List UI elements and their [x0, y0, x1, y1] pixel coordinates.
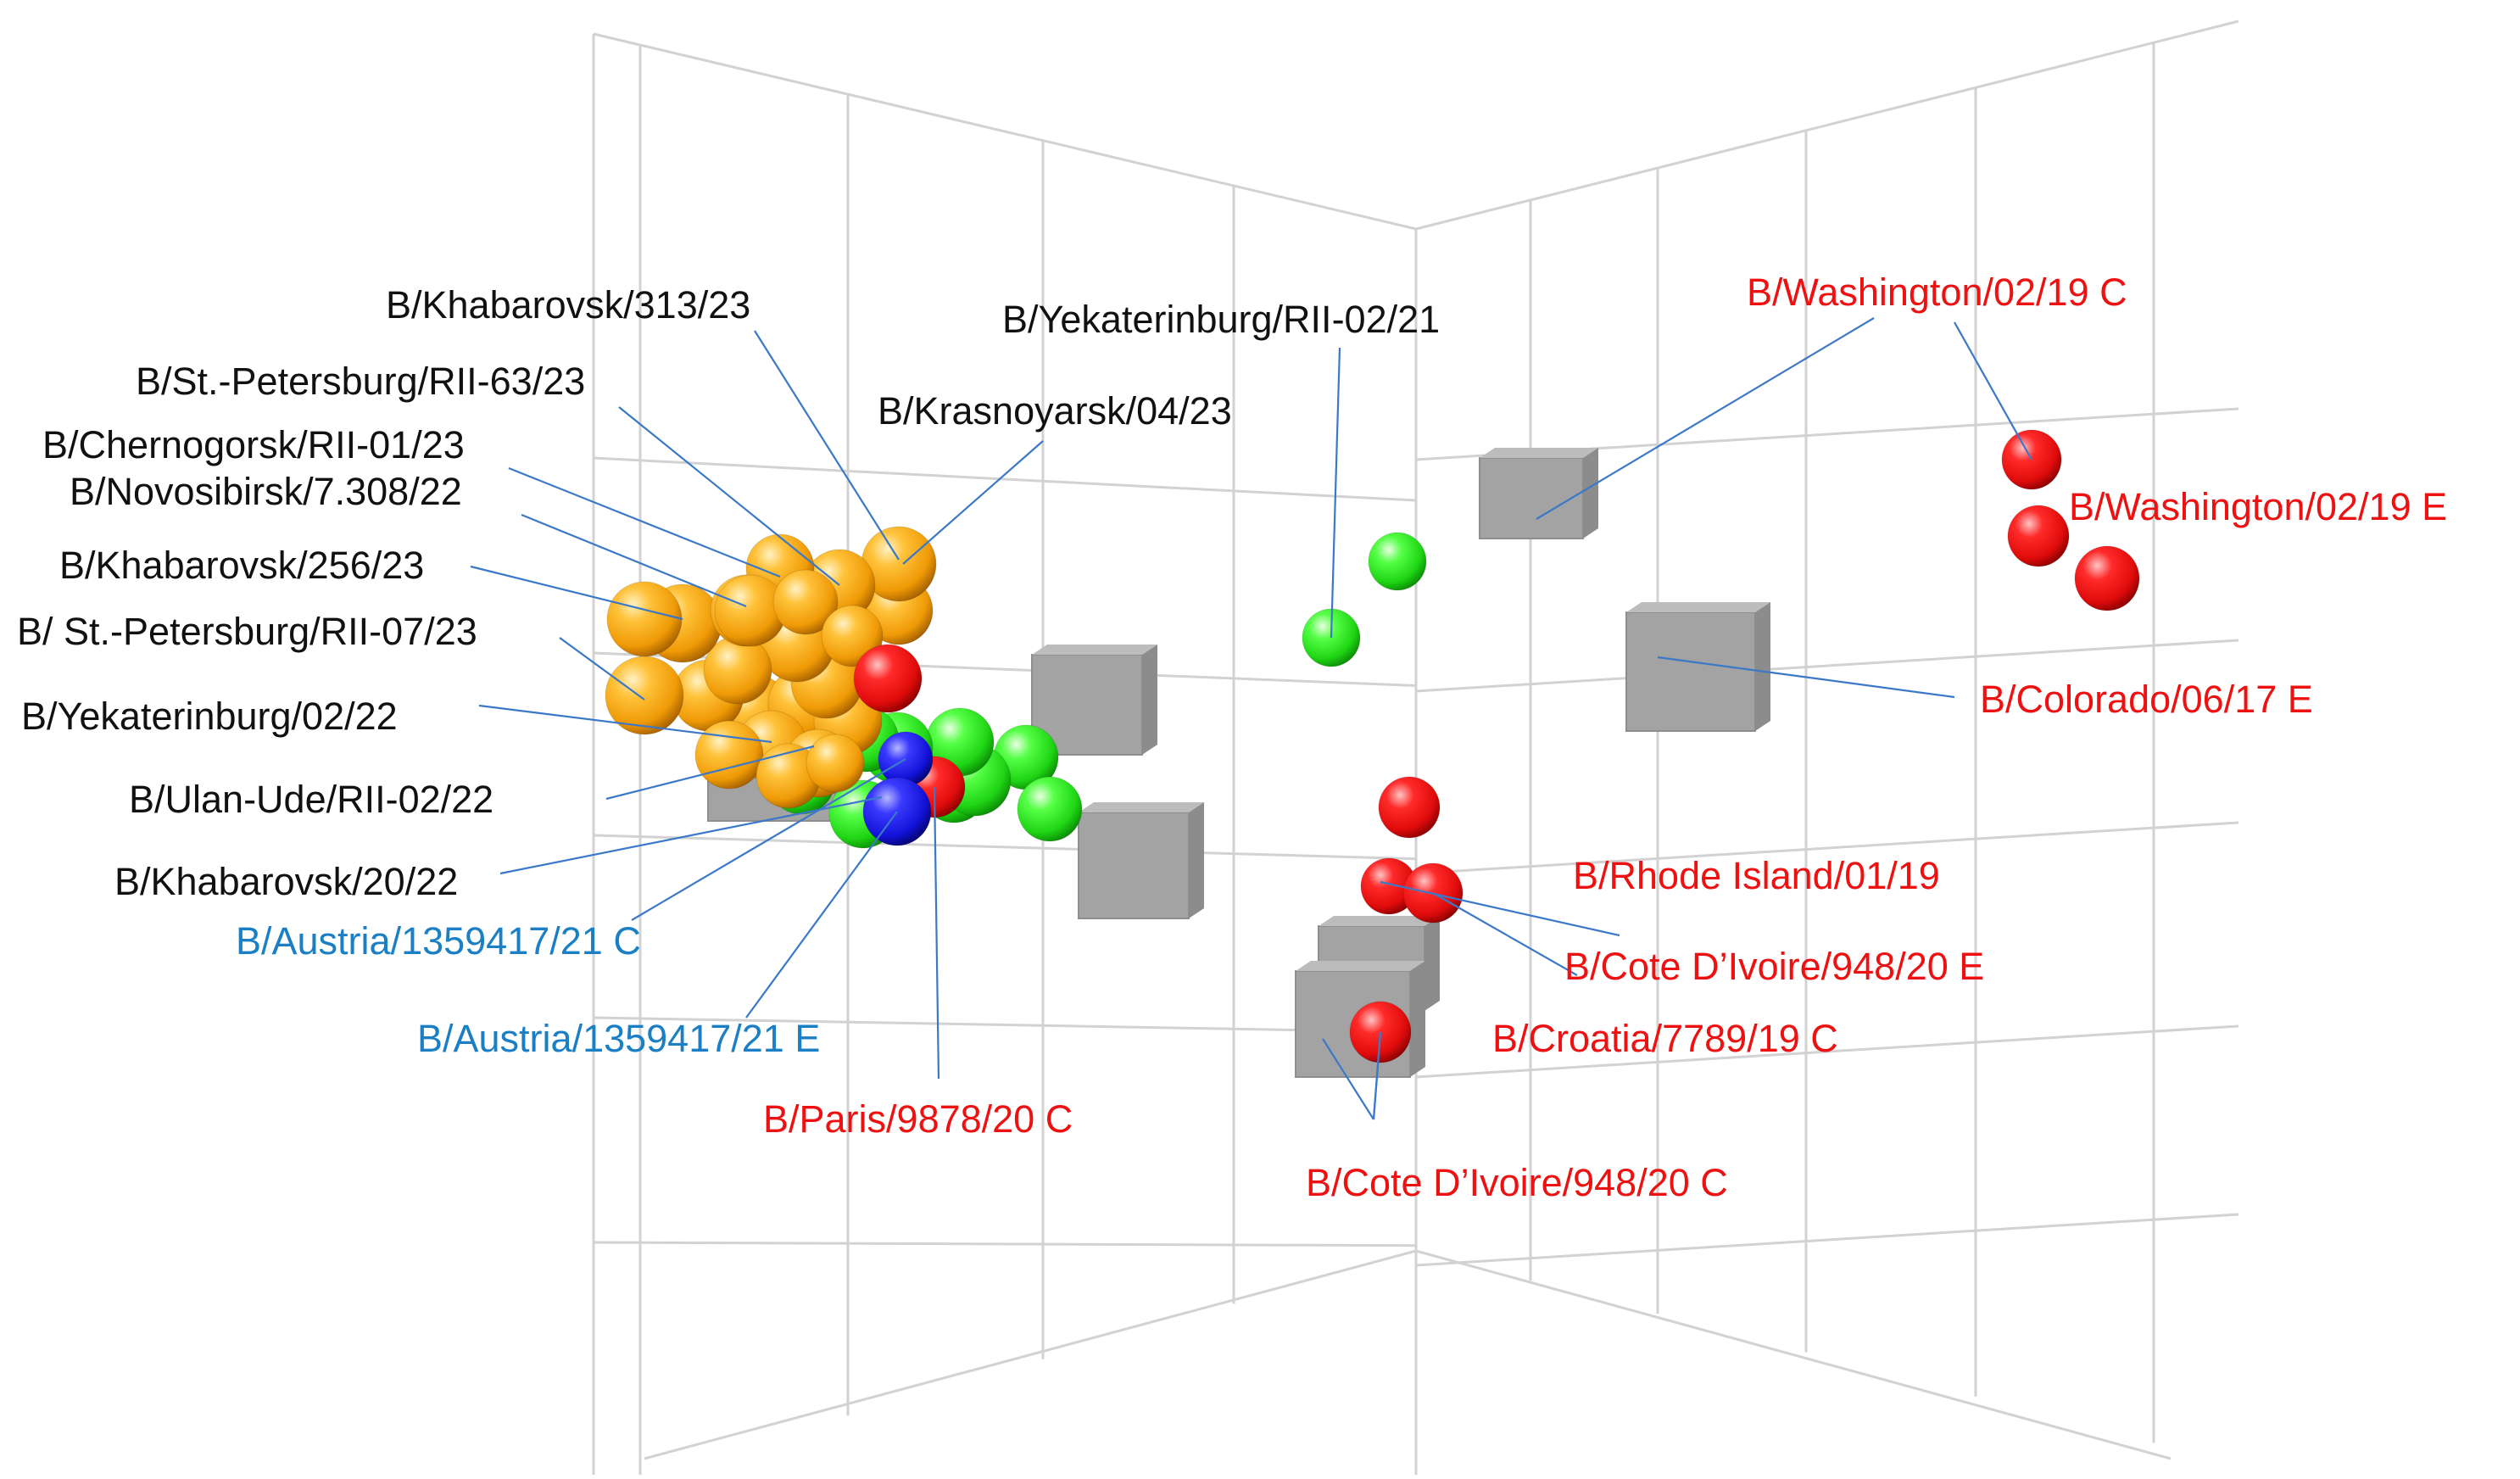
- leader-line-khabarovsk-20-22: [499, 795, 883, 875]
- label-khabarovsk-20-22: B/Khabarovsk/20/22: [114, 860, 458, 903]
- red-antigen-point-45: [2074, 545, 2140, 611]
- grid-line-19: [1415, 639, 2239, 693]
- leader-line-paris-9878-20-c: [933, 786, 940, 1080]
- orange-antigen-point-29: [772, 569, 839, 635]
- grid-line-22: [1415, 1213, 2239, 1267]
- leader-line-rhode-island-01-19: [1380, 880, 1620, 937]
- grid-layer: [592, 20, 2239, 1479]
- red-antigen-point-35: [853, 644, 923, 713]
- grid-line-20: [1415, 821, 2239, 875]
- label-chernogorsk-rii-01-23: B/Chernogorsk/RII-01/23: [42, 423, 465, 466]
- serum-box-0: [1479, 448, 1598, 539]
- label-washington-02-19-c: B/Washington/02/19 C: [1747, 271, 2127, 314]
- label-cote-divoire-948-20-e: B/Cote D’Ivoire/948/20 E: [1564, 945, 1984, 988]
- green-antigen-point-33: [1368, 532, 1427, 591]
- orange-antigen-point-28: [694, 720, 764, 790]
- red-antigen-point-44: [2007, 505, 2070, 567]
- leader-line-washington-02-19-e: [1954, 321, 2032, 460]
- orange-antigen-point-32: [806, 734, 865, 793]
- label-austria-1359417-21-c: B/Austria/1359417/21 C: [236, 919, 641, 963]
- label-paris-9878-20-c: B/Paris/9878/20 C: [763, 1097, 1073, 1141]
- leader-line-yekaterinburg-rii-02-21: [1330, 347, 1341, 639]
- grid-line-15: [593, 834, 1417, 861]
- label-khabarovsk-256-23: B/Khabarovsk/256/23: [59, 544, 424, 587]
- serum-box-1: [1625, 602, 1770, 732]
- leader-line-austria-1359417-21-e: [745, 811, 898, 1019]
- grid-line-1: [593, 32, 1417, 231]
- label-croatia-7789-19-c: B/Croatia/7789/19 C: [1492, 1017, 1838, 1060]
- label-ulan-ude-rii-02-22: B/Ulan-Ude/RII-02/22: [129, 778, 493, 821]
- leader-line-cote-divoire-948-20-c: [1322, 1038, 1374, 1120]
- leader-line-khabarovsk-256-23: [470, 565, 683, 621]
- leader-line-st-petersburg-rii-07-23: [559, 637, 645, 700]
- leader-lines: [470, 317, 2032, 1120]
- orange-antigen-point-23: [606, 581, 683, 657]
- label-cote-divoire-948-20-c: B/Cote D’Ivoire/948/20 C: [1306, 1161, 1728, 1204]
- grid-line-2: [1415, 20, 2239, 231]
- serum-box-3: [1078, 802, 1204, 919]
- label-washington-02-19-e: B/Washington/02/19 E: [2069, 485, 2447, 528]
- grid-line-21: [1415, 1024, 2239, 1079]
- leader-line-washington-02-19-c: [1536, 317, 1875, 520]
- leader-line-cote-divoire-948-20-e: [1432, 892, 1578, 976]
- label-yekaterinburg-rii-02-21: B/Yekaterinburg/RII-02/21: [1002, 298, 1440, 341]
- leader-line-novosibirsk-7-308-22: [521, 513, 747, 608]
- grid-line-16: [593, 1016, 1417, 1034]
- label-yekaterinburg-02-22: B/Yekaterinburg/02/22: [21, 695, 398, 738]
- label-novosibirsk-7-308-22: B/Novosibirsk/7.308/22: [70, 470, 462, 513]
- label-austria-1359417-21-e: B/Austria/1359417/21 E: [417, 1017, 820, 1060]
- leader-line-ulan-ude-rii-02-22: [605, 745, 815, 801]
- grid-line-17: [593, 1241, 1417, 1247]
- leader-line-chernogorsk-rii-01-23: [508, 466, 781, 578]
- leader-line-st-petersburg-rii-63-23: [618, 406, 840, 586]
- point-labels: B/Khabarovsk/313/23B/St.-Petersburg/RII-…: [17, 271, 2447, 1204]
- grid-line-23: [644, 1249, 1417, 1460]
- leader-line-krasnoyarsk-04-23: [902, 440, 1044, 565]
- grid-line-24: [1415, 1249, 2172, 1460]
- leader-line-yekaterinburg-02-22: [478, 704, 772, 744]
- label-st-petersburg-rii-07-23: B/ St.-Petersburg/RII-07/23: [17, 610, 477, 653]
- antigen-points: [605, 429, 2140, 1063]
- label-khabarovsk-313-23: B/Khabarovsk/313/23: [386, 283, 750, 326]
- leader-line-colorado-06-17-e: [1657, 656, 1955, 699]
- red-antigen-point-39: [1378, 776, 1441, 839]
- label-colorado-06-17-e: B/Colorado/06/17 E: [1980, 678, 2313, 721]
- leader-line-khabarovsk-313-23: [754, 330, 900, 561]
- label-st-petersburg-rii-63-23: B/St.-Petersburg/RII-63/23: [136, 360, 585, 403]
- leader-line-austria-1359417-21-c: [631, 758, 906, 921]
- leader-line-cote-divoire-948-20-c-2: [1372, 1031, 1382, 1120]
- green-antigen-point-5: [1017, 776, 1083, 842]
- grid-line-13: [593, 456, 1417, 502]
- label-krasnoyarsk-04-23: B/Krasnoyarsk/04/23: [878, 389, 1232, 433]
- label-rhode-island-01-19: B/Rhode Island/01/19: [1573, 854, 1940, 897]
